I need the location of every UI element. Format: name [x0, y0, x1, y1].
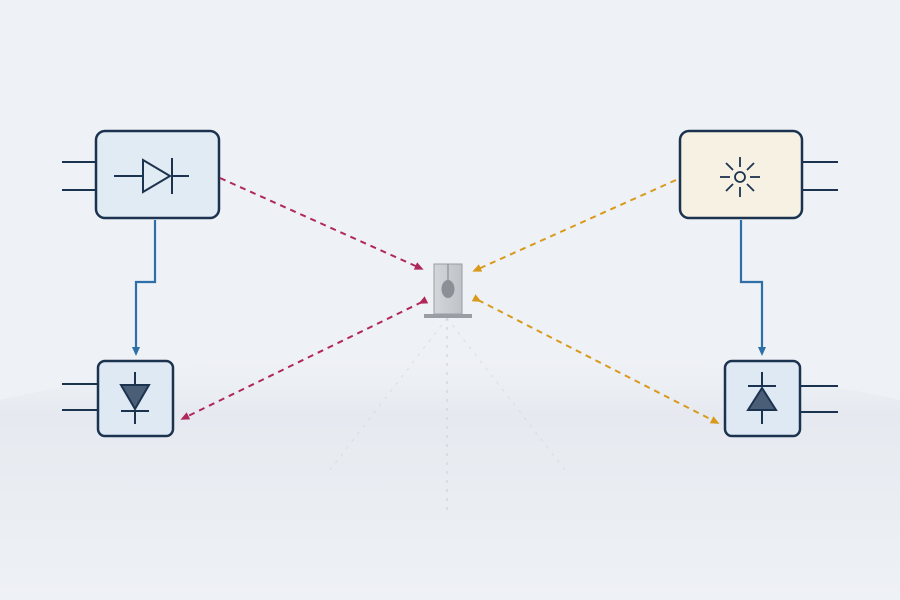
sensor-device-icon	[441, 280, 455, 298]
link-emitter-right-to-receiver-right	[739, 220, 766, 356]
center-target	[424, 263, 472, 318]
photodiode-up-icon	[746, 372, 778, 424]
sensor-device-base	[424, 314, 472, 318]
beam-emitter-right-to-center	[472, 179, 677, 272]
beam-emitter-left-to-center	[219, 177, 424, 270]
link-emitter-left-to-receiver-left	[132, 220, 157, 356]
beam-center-to-receiver-right	[471, 294, 720, 424]
emitter-left	[62, 129, 221, 220]
receiver-left	[62, 359, 175, 438]
emitter-right-leads	[802, 161, 838, 191]
receiver-left-leads	[62, 383, 98, 411]
emitter-right-box	[678, 129, 804, 220]
emitter-left-leads	[62, 161, 96, 191]
beam-center-to-receiver-left	[180, 296, 429, 420]
receiver-right	[723, 359, 838, 438]
light-source-icon	[720, 157, 760, 197]
diode-icon	[114, 158, 189, 194]
photodiode-down-icon	[119, 372, 151, 424]
emitter-right	[678, 129, 838, 220]
receiver-right-leads	[800, 385, 838, 413]
